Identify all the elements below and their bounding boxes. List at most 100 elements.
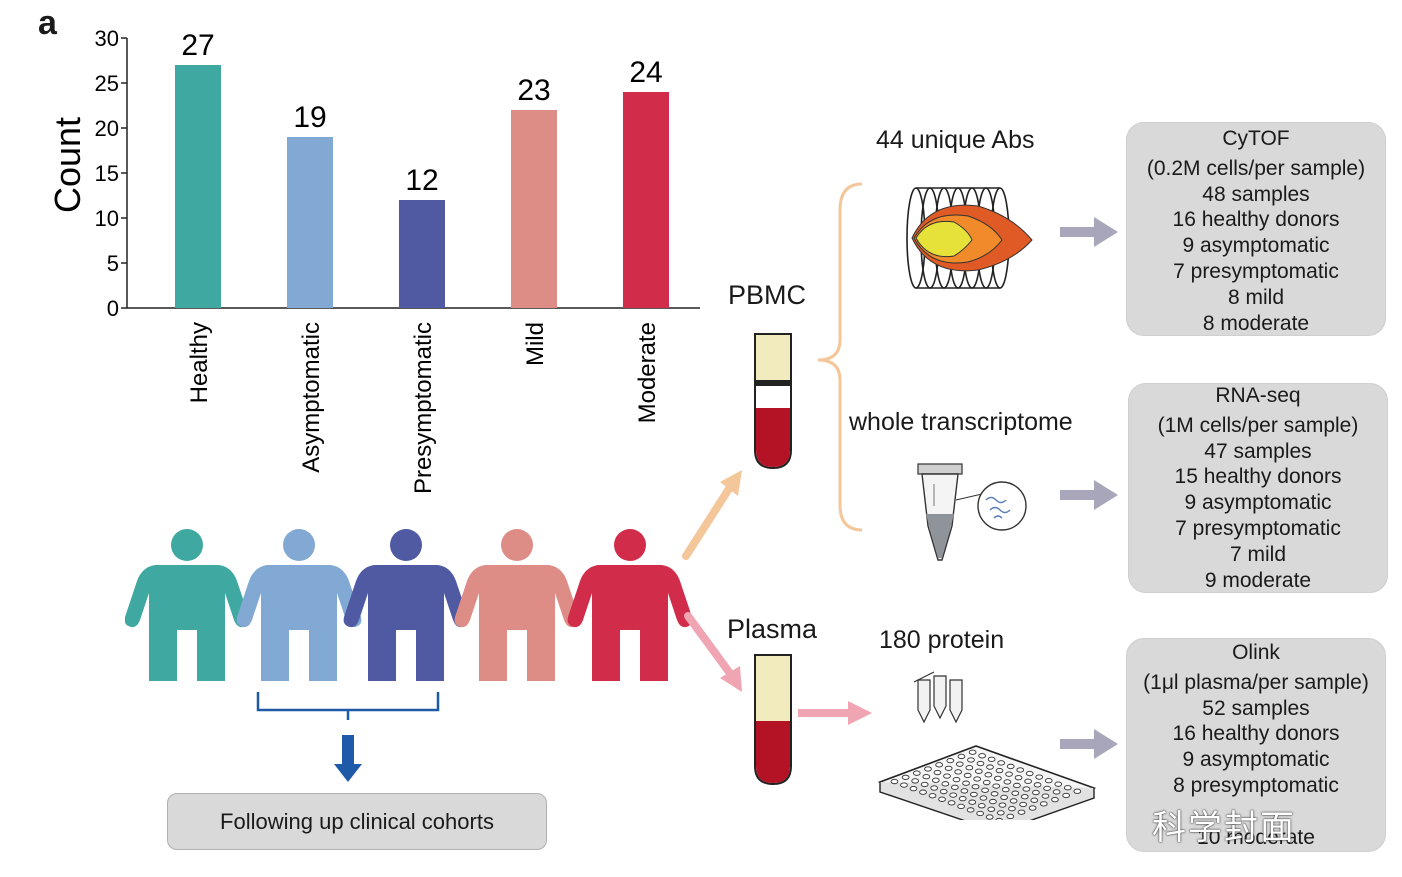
plate-well: [995, 767, 1004, 774]
plate-well: [981, 787, 989, 793]
plate-well: [1014, 775, 1023, 781]
up-arrow-icon: [720, 470, 742, 496]
plate-well: [995, 817, 1003, 820]
plate-well: [1032, 789, 1040, 796]
plate-well: [971, 784, 980, 790]
plate-well: [982, 779, 991, 786]
watermark-text: 科学封面: [1152, 809, 1296, 847]
plate-well: [968, 749, 977, 755]
plate-well: [1044, 777, 1053, 784]
plate-well: [1011, 790, 1020, 796]
y-tick-label: 0: [107, 296, 119, 321]
plate-well: [1009, 798, 1018, 804]
plate-well: [911, 778, 920, 784]
plate-well: [930, 785, 939, 791]
plate-well: [987, 806, 996, 812]
plate-well: [1013, 782, 1021, 789]
plate-well: [1022, 786, 1031, 792]
plate-well: [924, 766, 932, 772]
box-line: 16 healthy donors: [1172, 208, 1340, 232]
y-tick-label: 15: [95, 161, 119, 186]
plate-well: [919, 789, 927, 795]
gray-arrow-1: [1060, 217, 1118, 247]
pbmc-label: PBMC: [728, 280, 807, 310]
plate-well: [977, 803, 986, 809]
plate-well: [998, 802, 1007, 808]
right-arrow-icon: [1094, 217, 1118, 247]
plate-well: [1003, 779, 1012, 785]
plate-well: [955, 761, 964, 767]
box-line: 48 samples: [1202, 182, 1310, 206]
plate-well: [957, 803, 965, 810]
plate-well: [1020, 794, 1029, 800]
plate-well: [951, 784, 959, 791]
plate-well: [976, 810, 984, 817]
transcriptome-label: whole transcriptome: [849, 408, 1073, 436]
panel-letter: a: [38, 4, 57, 42]
healthy-person-icon: [125, 529, 250, 681]
bar-presymptomatic: [399, 200, 445, 308]
plate-well: [1001, 786, 1010, 793]
plate-well: [952, 776, 961, 783]
plate-well: [928, 793, 937, 799]
x-tick-label: Healthy: [186, 322, 213, 403]
plate-well: [974, 768, 983, 774]
plate-well: [1008, 806, 1016, 812]
plate-well: [1073, 788, 1082, 794]
box-line: 9 asymptomatic: [1182, 234, 1330, 258]
bar-moderate: [623, 92, 669, 308]
plate-well: [1006, 813, 1015, 820]
plate-well: [966, 807, 975, 813]
box-line: 8 presymptomatic: [1173, 773, 1339, 797]
plate-well: [1005, 771, 1013, 777]
plate-well: [1033, 782, 1042, 788]
plate-well: [968, 799, 977, 805]
plate-well: [996, 810, 1005, 816]
y-tick-label: 10: [95, 206, 119, 231]
bar-asymptomatic: [287, 137, 333, 308]
plate-well: [1062, 792, 1070, 799]
rnaseq-tube-icon: [917, 463, 1027, 561]
plate-well: [973, 776, 982, 782]
box-line: 9 asymptomatic: [1182, 748, 1330, 772]
plate-well: [1017, 809, 1026, 815]
patient-figures: [125, 529, 693, 681]
y-axis-label: Count: [47, 117, 88, 213]
plate-well: [965, 765, 974, 771]
box-title: CyTOF: [1222, 127, 1290, 150]
plate-well: [957, 753, 966, 760]
plate-well: [1000, 794, 1008, 801]
plate-well: [939, 788, 948, 795]
gray-arrow-3: [1060, 729, 1118, 759]
plate-well: [1025, 770, 1034, 777]
box-line: 8 mild: [1227, 285, 1285, 309]
x-tick-label: Asymptomatic: [298, 322, 325, 473]
plate-well: [1019, 801, 1027, 808]
plate-well: [960, 788, 969, 794]
plate-well: [976, 760, 985, 767]
plate-well: [931, 777, 940, 783]
plasma-arrow: [798, 701, 872, 725]
plate-well: [1035, 774, 1044, 780]
plate-well: [979, 795, 988, 801]
presymptomatic-person-icon: [343, 529, 469, 681]
plate-well: [985, 814, 994, 820]
x-tick-label: Presymptomatic: [410, 322, 437, 494]
orange-brace: [817, 182, 863, 532]
plate-well: [1051, 797, 1059, 803]
plate-well: [1016, 767, 1025, 773]
data-label: 19: [293, 101, 326, 134]
plate-well: [922, 774, 931, 780]
x-tick-label: Moderate: [634, 322, 661, 423]
plate-well: [1043, 785, 1051, 792]
box-line: 7 mild: [1229, 542, 1287, 566]
y-tick-label: 20: [95, 116, 119, 141]
box-line: 52 samples: [1202, 696, 1310, 720]
box-title: Olink: [1232, 641, 1280, 664]
plate-well: [1006, 763, 1015, 770]
plate-well: [990, 791, 999, 797]
plate-well: [938, 796, 946, 802]
